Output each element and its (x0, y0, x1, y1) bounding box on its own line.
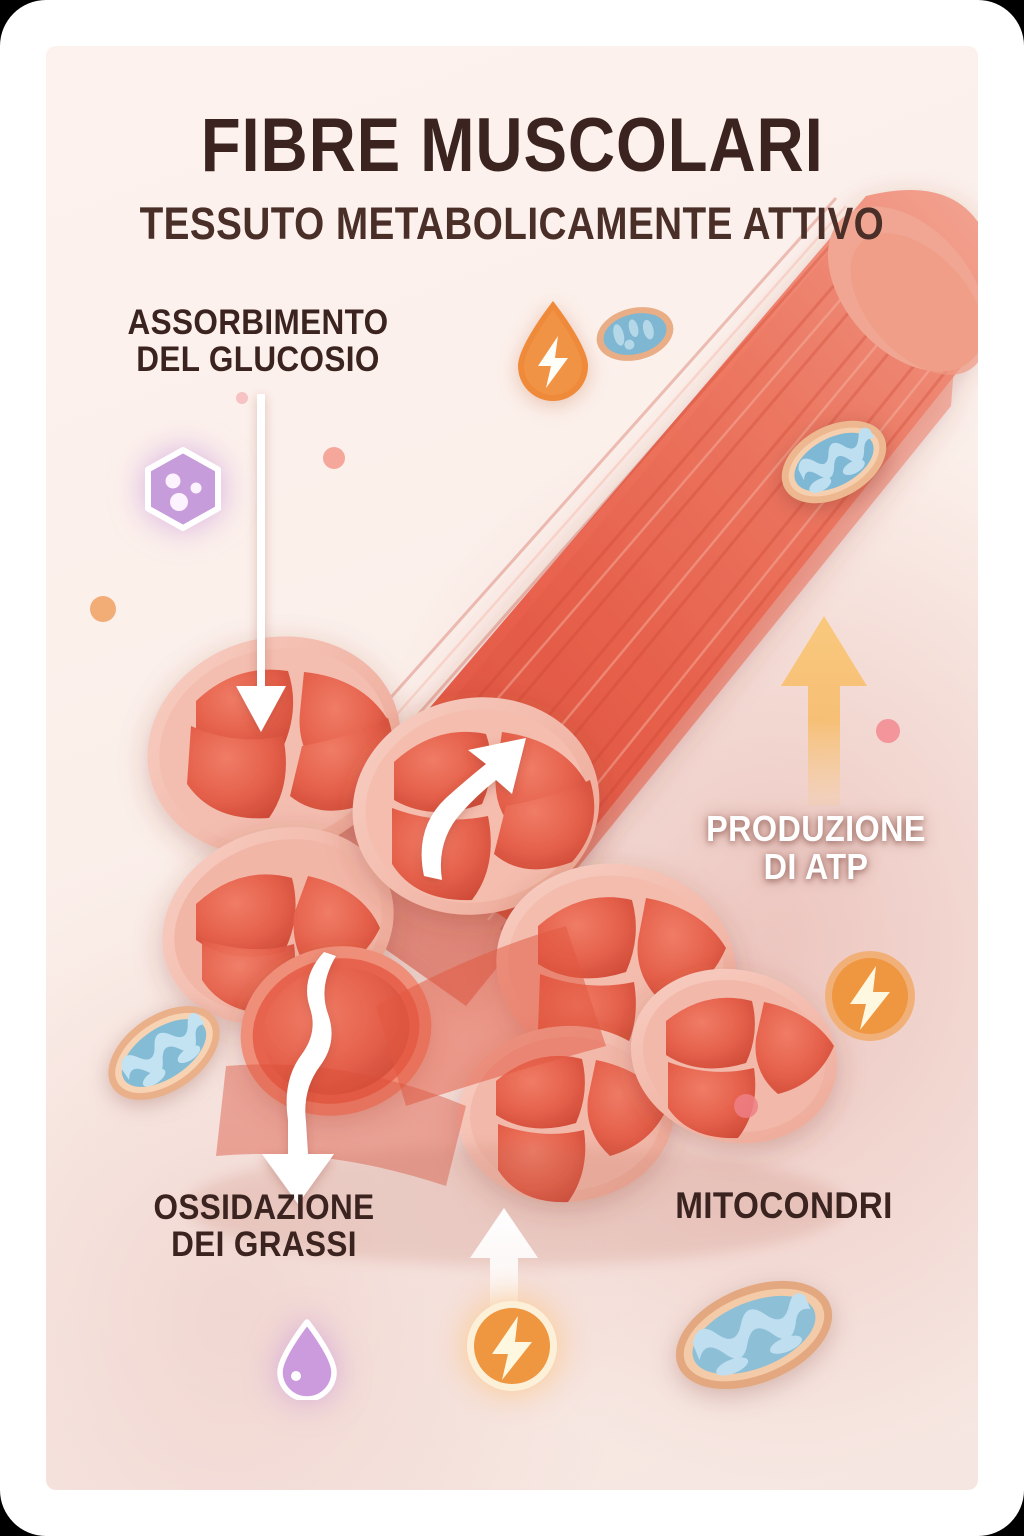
atp-production-arrow-shape (781, 616, 867, 806)
particle (876, 719, 900, 743)
fat-oxidation-arrow-shape (262, 952, 336, 1204)
atp-bolt-icon (825, 951, 915, 1041)
particle (734, 1094, 758, 1118)
mitochondrion-icon (781, 420, 887, 504)
page-title: FIBRE MUSCOLARI (46, 102, 978, 189)
page-title-text: FIBRE MUSCOLARI (200, 103, 824, 188)
label-glucose-uptake-line2: DEL GLUCOSIO (136, 340, 380, 380)
label-atp-production-line1: PRODUZIONE (706, 808, 926, 849)
particle (236, 392, 248, 404)
glucose-uptake-arrow-shape (236, 394, 286, 732)
energy-flame-badge (510, 298, 596, 407)
mitochondrion-icon (108, 1006, 220, 1100)
muscle-fiber-illustration (46, 46, 978, 1490)
poster-panel: FIBRE MUSCOLARI TESSUTO METABOLICAMENTE … (46, 46, 978, 1490)
mitochondrion-icon (675, 1280, 833, 1390)
glucose-hexagon-icon (145, 447, 221, 531)
atp-bolt-badge-right (822, 948, 918, 1049)
label-fat-oxidation: OSSIDAZIONE DEI GRASSI (104, 1189, 424, 1263)
page-subtitle: TESSUTO METABOLICAMENTE ATTIVO (46, 198, 978, 250)
glucose-hexagon-badge (140, 446, 226, 537)
label-atp-production: PRODUZIONE DI ATP (676, 808, 956, 888)
bottom-energy-arrow-shape (470, 1208, 538, 1326)
label-fat-oxidation-line1: OSSIDAZIONE (153, 1188, 375, 1227)
atp-bolt-badge-bottom (464, 1298, 560, 1399)
fat-droplet-badge (274, 1318, 340, 1405)
fat-droplet-icon (277, 1319, 337, 1402)
label-mitochondria: MITOCONDRI (624, 1186, 944, 1225)
label-glucose-uptake: ASSORBIMENTO DEL GLUCOSIO (88, 304, 428, 378)
label-glucose-uptake-line1: ASSORBIMENTO (127, 303, 389, 342)
label-mitochondria-line1: MITOCONDRI (675, 1185, 893, 1226)
particle (323, 447, 345, 469)
label-fat-oxidation-line2: DEI GRASSI (171, 1225, 357, 1265)
atp-bolt-icon (467, 1301, 557, 1391)
particle (90, 596, 116, 622)
label-atp-production-line2: DI ATP (763, 846, 869, 888)
page-subtitle-text: TESSUTO METABOLICAMENTE ATTIVO (139, 198, 885, 249)
inner-metabolism-arrow-shape (421, 738, 526, 880)
mitochondrion-icon (596, 307, 674, 361)
energy-flame-icon (518, 301, 588, 401)
